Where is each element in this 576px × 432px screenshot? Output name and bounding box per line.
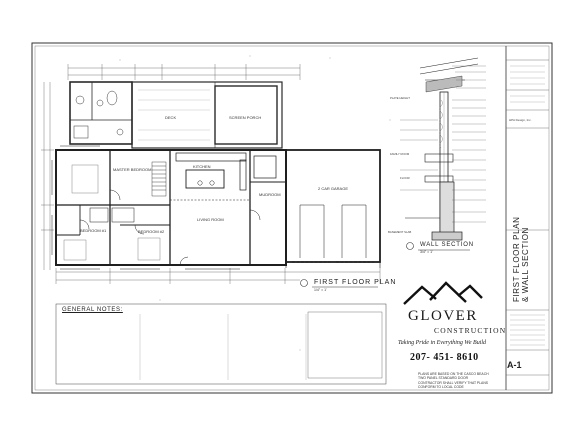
plan-disclaimer: PLANS ARE BASED ON THE CASCO BEACH TWO P… (418, 372, 489, 390)
ws-label-plate-height: PLATE HEIGHT (390, 96, 410, 100)
room-bedroom-1: BEDROOM #1 (80, 228, 107, 233)
wall-section-scale: 3/4" = 1' (420, 250, 433, 254)
room-deck: DECK (165, 115, 177, 120)
logo-name: GLOVER (408, 308, 478, 324)
title-block-firm: HPA Design, Inc. (509, 118, 532, 122)
glover-logo-mark (403, 281, 483, 305)
general-notes-title: GENERAL NOTES: (62, 307, 123, 313)
plan-title: FIRST FLOOR PLAN (314, 279, 397, 286)
room-kitchen: KITCHEN (193, 164, 211, 169)
room-screen-porch: SCREEN PORCH (229, 115, 262, 120)
logo-phone: 207- 451- 8610 (410, 352, 479, 363)
ws-label-basement-slab: BASEMENT SLAB (388, 230, 412, 234)
room-living-room: LIVING ROOM (197, 217, 224, 222)
wall-section-title: WALL SECTION (420, 242, 474, 248)
room-mudroom: MUDROOM (259, 192, 281, 197)
ws-label-family-room: FAMILY ROOM (390, 152, 410, 156)
sheet-number: A-1 (507, 360, 522, 370)
plan-scale: 1/4" = 1' (314, 288, 327, 292)
logo-subtitle: CONSTRUCTION (434, 326, 507, 335)
title-block-vertical-title: FIRST FLOOR PLAN & WALL SECTION (512, 216, 530, 302)
room-garage: 2 CAR GARAGE (318, 186, 349, 191)
room-master-bedroom: MASTER BEDROOM (113, 167, 152, 172)
room-bedroom-2: BEDROOM #2 (138, 229, 165, 234)
logo-tagline: Taking Pride in Everything We Build (398, 340, 487, 346)
ws-label-floor: FLOOR (400, 176, 410, 180)
